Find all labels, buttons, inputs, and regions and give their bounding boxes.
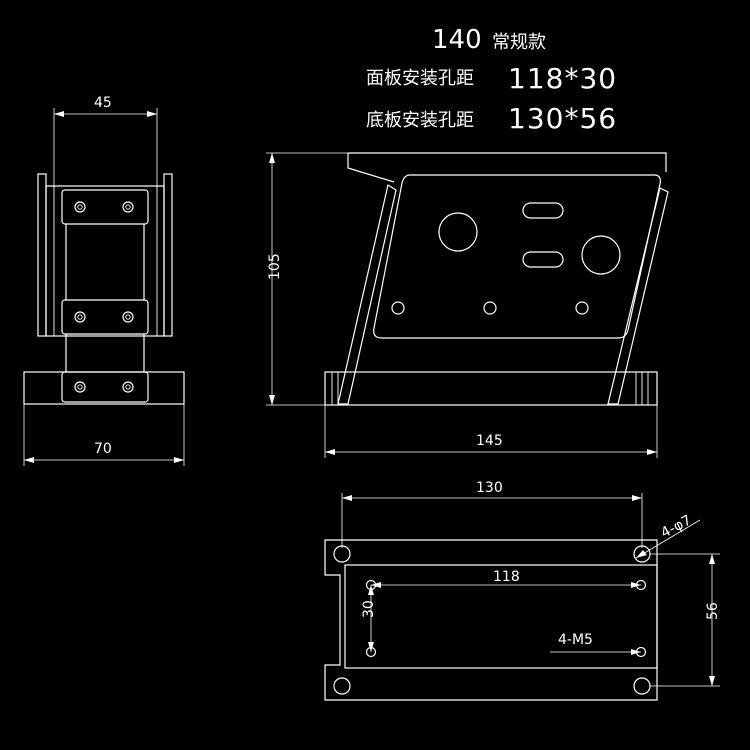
front-view: 105 145	[266, 152, 669, 458]
title-block: 140 常规款 面板安装孔距 118*30 底板安装孔距 130*56	[366, 25, 617, 135]
base-hole-value: 130*56	[508, 102, 617, 135]
front-base-length: 145	[476, 433, 503, 449]
side-base-width: 70	[94, 441, 112, 457]
front-height: 105	[267, 253, 283, 280]
inner-hole-spacing: 118	[493, 569, 520, 585]
base-plate-view: 130 4-φ7 118 30 4-M5	[324, 480, 721, 701]
outer-hole-spec: 4-φ7	[658, 512, 694, 541]
side-top-width: 45	[94, 95, 112, 111]
panel-hole-label: 面板安装孔距	[366, 68, 474, 89]
model-variant: 常规款	[492, 32, 546, 53]
side-view: 45 70	[23, 95, 185, 466]
inner-hole-spec: 4-M5	[558, 632, 593, 648]
model-number: 140	[432, 25, 482, 55]
base-hole-label: 底板安装孔距	[366, 110, 474, 131]
outer-hole-depth: 56	[705, 602, 721, 620]
panel-hole-value: 118*30	[508, 62, 617, 95]
inner-hole-depth: 30	[361, 600, 377, 618]
outer-hole-spacing: 130	[476, 480, 503, 496]
